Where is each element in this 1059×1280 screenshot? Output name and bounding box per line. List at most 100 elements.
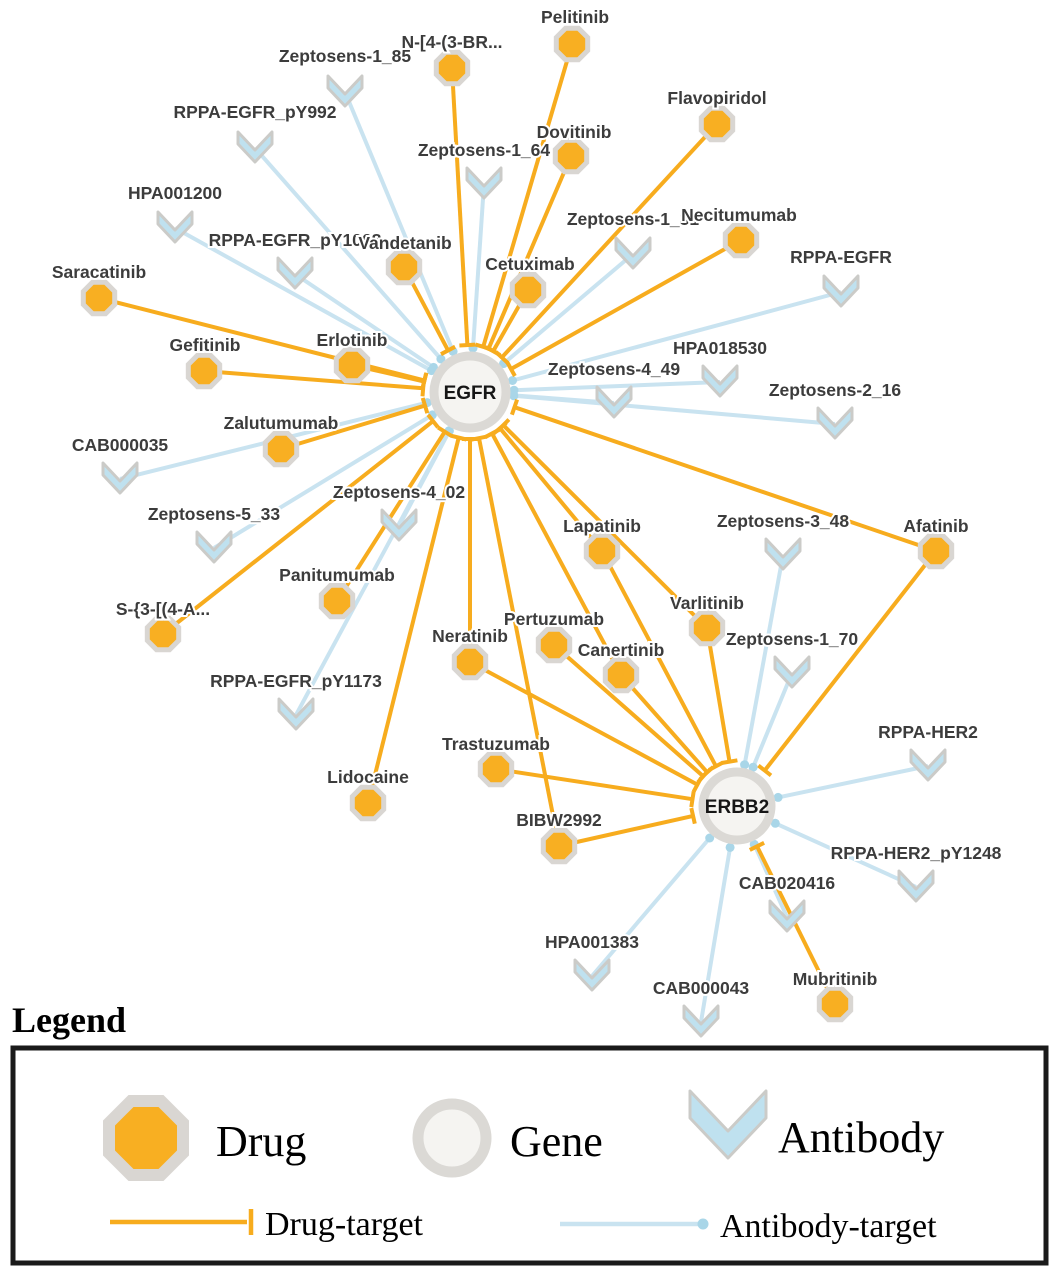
antibody-label-zeptosens-4-49: Zeptosens-4_49 [548, 359, 681, 379]
antibody-node-zeptosens-5-33[interactable] [195, 530, 233, 564]
drug-node-bibw2992[interactable] [540, 827, 578, 865]
antibody-node-hpa001200[interactable] [156, 210, 194, 244]
drug-label-mubritinib: Mubritinib [793, 969, 878, 989]
drug-node-saracatinib[interactable] [80, 279, 118, 317]
drug-label-flavopiridol: Flavopiridol [667, 88, 766, 108]
antibody-target-edge [513, 380, 721, 393]
drug-target-edge-tee [450, 433, 467, 442]
antibody-node-rppa-egfr-py1173[interactable] [277, 697, 315, 731]
antibody-target-edge [751, 672, 794, 768]
drug-label-dovitinib: Dovitinib [537, 122, 612, 142]
antibody-label-zeptosens-1-64: Zeptosens-1_64 [418, 140, 551, 160]
antibody-node-cab000043[interactable] [682, 1004, 720, 1038]
antibody-target-edge [212, 413, 434, 550]
antibody-node-rppa-egfr-py1068[interactable] [276, 256, 314, 290]
antibody-node-zeptosens-3-48[interactable] [764, 537, 802, 571]
drug-target-edge [498, 426, 604, 553]
antibody-label-cab020416: CAB020416 [739, 873, 836, 893]
drug-label-gefitinib: Gefitinib [170, 335, 241, 355]
antibody-target-edge [774, 821, 917, 889]
drug-node-cetuximab[interactable] [509, 271, 547, 309]
antibody-node-hpa018530[interactable] [701, 364, 739, 398]
drug-node-flavopiridol[interactable] [698, 105, 736, 143]
antibody-node-rppa-egfr[interactable] [822, 274, 860, 308]
drug-node-mubritinib[interactable] [816, 985, 854, 1023]
gene-label-egfr: EGFR [444, 383, 497, 404]
gene-node-egfr[interactable] [429, 351, 511, 433]
antibody-node-zeptosens-4-02[interactable] [380, 508, 418, 542]
antibody-node-rppa-her2-py1248[interactable] [897, 869, 935, 903]
drug-label-n-4-3-br: N-[4-(3-BR... [401, 32, 502, 52]
drug-target-edge [450, 67, 470, 346]
antibody-target-edge [752, 843, 789, 918]
drug-node-lapatinib[interactable] [583, 532, 621, 570]
drug-label-pelitinib: Pelitinib [541, 7, 609, 27]
drug-target-edge-tee [426, 413, 440, 429]
drug-label-canertinib: Canertinib [578, 640, 665, 660]
drug-node-dovitinib[interactable] [552, 137, 590, 175]
antibody-label-hpa018530: HPA018530 [673, 338, 767, 358]
drug-node-lidocaine[interactable] [349, 784, 387, 822]
drug-target-edge-tee [484, 427, 501, 439]
antibody-node-rppa-her2[interactable] [909, 748, 947, 782]
drug-target-edge [510, 238, 742, 371]
antibody-target-edge-dot [773, 792, 783, 802]
antibody-node-zeptosens-1-85[interactable] [326, 74, 364, 108]
antibody-target-edge [253, 146, 443, 361]
antibody-target-edge [343, 91, 455, 353]
antibody-label-zeptosens-1-70: Zeptosens-1_70 [726, 629, 859, 649]
drug-node-vandetanib[interactable] [385, 248, 423, 286]
drug-node-gefitinib[interactable] [185, 352, 223, 390]
antibody-label-zeptosens-3-48: Zeptosens-3_48 [717, 511, 850, 531]
antibody-label-cab000043: CAB000043 [653, 978, 750, 998]
antibody-target-edge [777, 764, 929, 800]
drug-node-erlotinib[interactable] [333, 346, 371, 384]
antibody-node-zeptosens-4-49[interactable] [595, 385, 633, 419]
drug-target-edge-tee [757, 764, 773, 777]
drug-node-varlitinib[interactable] [688, 609, 726, 647]
antibody-target-edge [293, 272, 435, 370]
drug-label-zalutumumab: Zalutumumab [224, 413, 339, 433]
antibody-node-zeptosens-1-31[interactable] [614, 236, 652, 270]
drug-label-s-3-4-a: S-{3-[(4-A... [116, 599, 210, 619]
antibody-label-hpa001383: HPA001383 [545, 932, 639, 952]
antibody-target-edge-dot [740, 760, 750, 770]
drug-target-edge [558, 813, 694, 848]
drug-node-zalutumumab[interactable] [262, 430, 300, 468]
antibody-target-edge [742, 554, 785, 766]
drug-target-edge-tee [689, 807, 697, 825]
drug-node-s-3-4-a[interactable] [144, 615, 182, 653]
drug-node-panitumumab[interactable] [318, 582, 356, 620]
drug-target-edge [481, 43, 574, 348]
antibody-target-edge-dot [725, 842, 735, 852]
drug-target-edge [755, 845, 837, 1005]
drug-target-edge [366, 437, 461, 804]
antibody-label-hpa001200: HPA001200 [128, 183, 222, 203]
drug-label-pertuzumab: Pertuzumab [504, 609, 604, 629]
drug-target-edge [203, 369, 424, 391]
antibody-node-zeptosens-1-70[interactable] [773, 655, 811, 689]
antibody-node-hpa001383[interactable] [573, 958, 611, 992]
drug-node-necitumumab[interactable] [722, 221, 760, 259]
drug-node-n-4-3-br[interactable] [433, 49, 471, 87]
antibody-node-cab020416[interactable] [768, 899, 806, 933]
antibody-node-rppa-egfr-py992[interactable] [236, 130, 274, 164]
drug-node-afatinib[interactable] [917, 532, 955, 570]
gene-node-erbb2[interactable] [698, 767, 776, 845]
drug-node-trastuzumab[interactable] [477, 750, 515, 788]
drug-label-lapatinib: Lapatinib [563, 516, 641, 536]
drug-node-pertuzumab[interactable] [535, 626, 573, 664]
drug-node-canertinib[interactable] [602, 656, 640, 694]
drug-target-edge [500, 122, 719, 359]
edges-layer [98, 43, 938, 1023]
drug-node-pelitinib[interactable] [553, 25, 591, 63]
legend-drug-label: Drug [216, 1117, 306, 1166]
antibody-node-zeptosens-2-16[interactable] [816, 406, 854, 440]
drug-label-varlitinib: Varlitinib [670, 593, 744, 613]
antibody-label-zeptosens-2-16: Zeptosens-2_16 [769, 380, 902, 400]
drug-node-neratinib[interactable] [451, 643, 489, 681]
antibody-node-cab000035[interactable] [101, 461, 139, 495]
drug-target-edge [335, 430, 447, 603]
drug-target-edge-tee [721, 758, 738, 765]
antibody-node-zeptosens-1-64[interactable] [465, 166, 503, 200]
